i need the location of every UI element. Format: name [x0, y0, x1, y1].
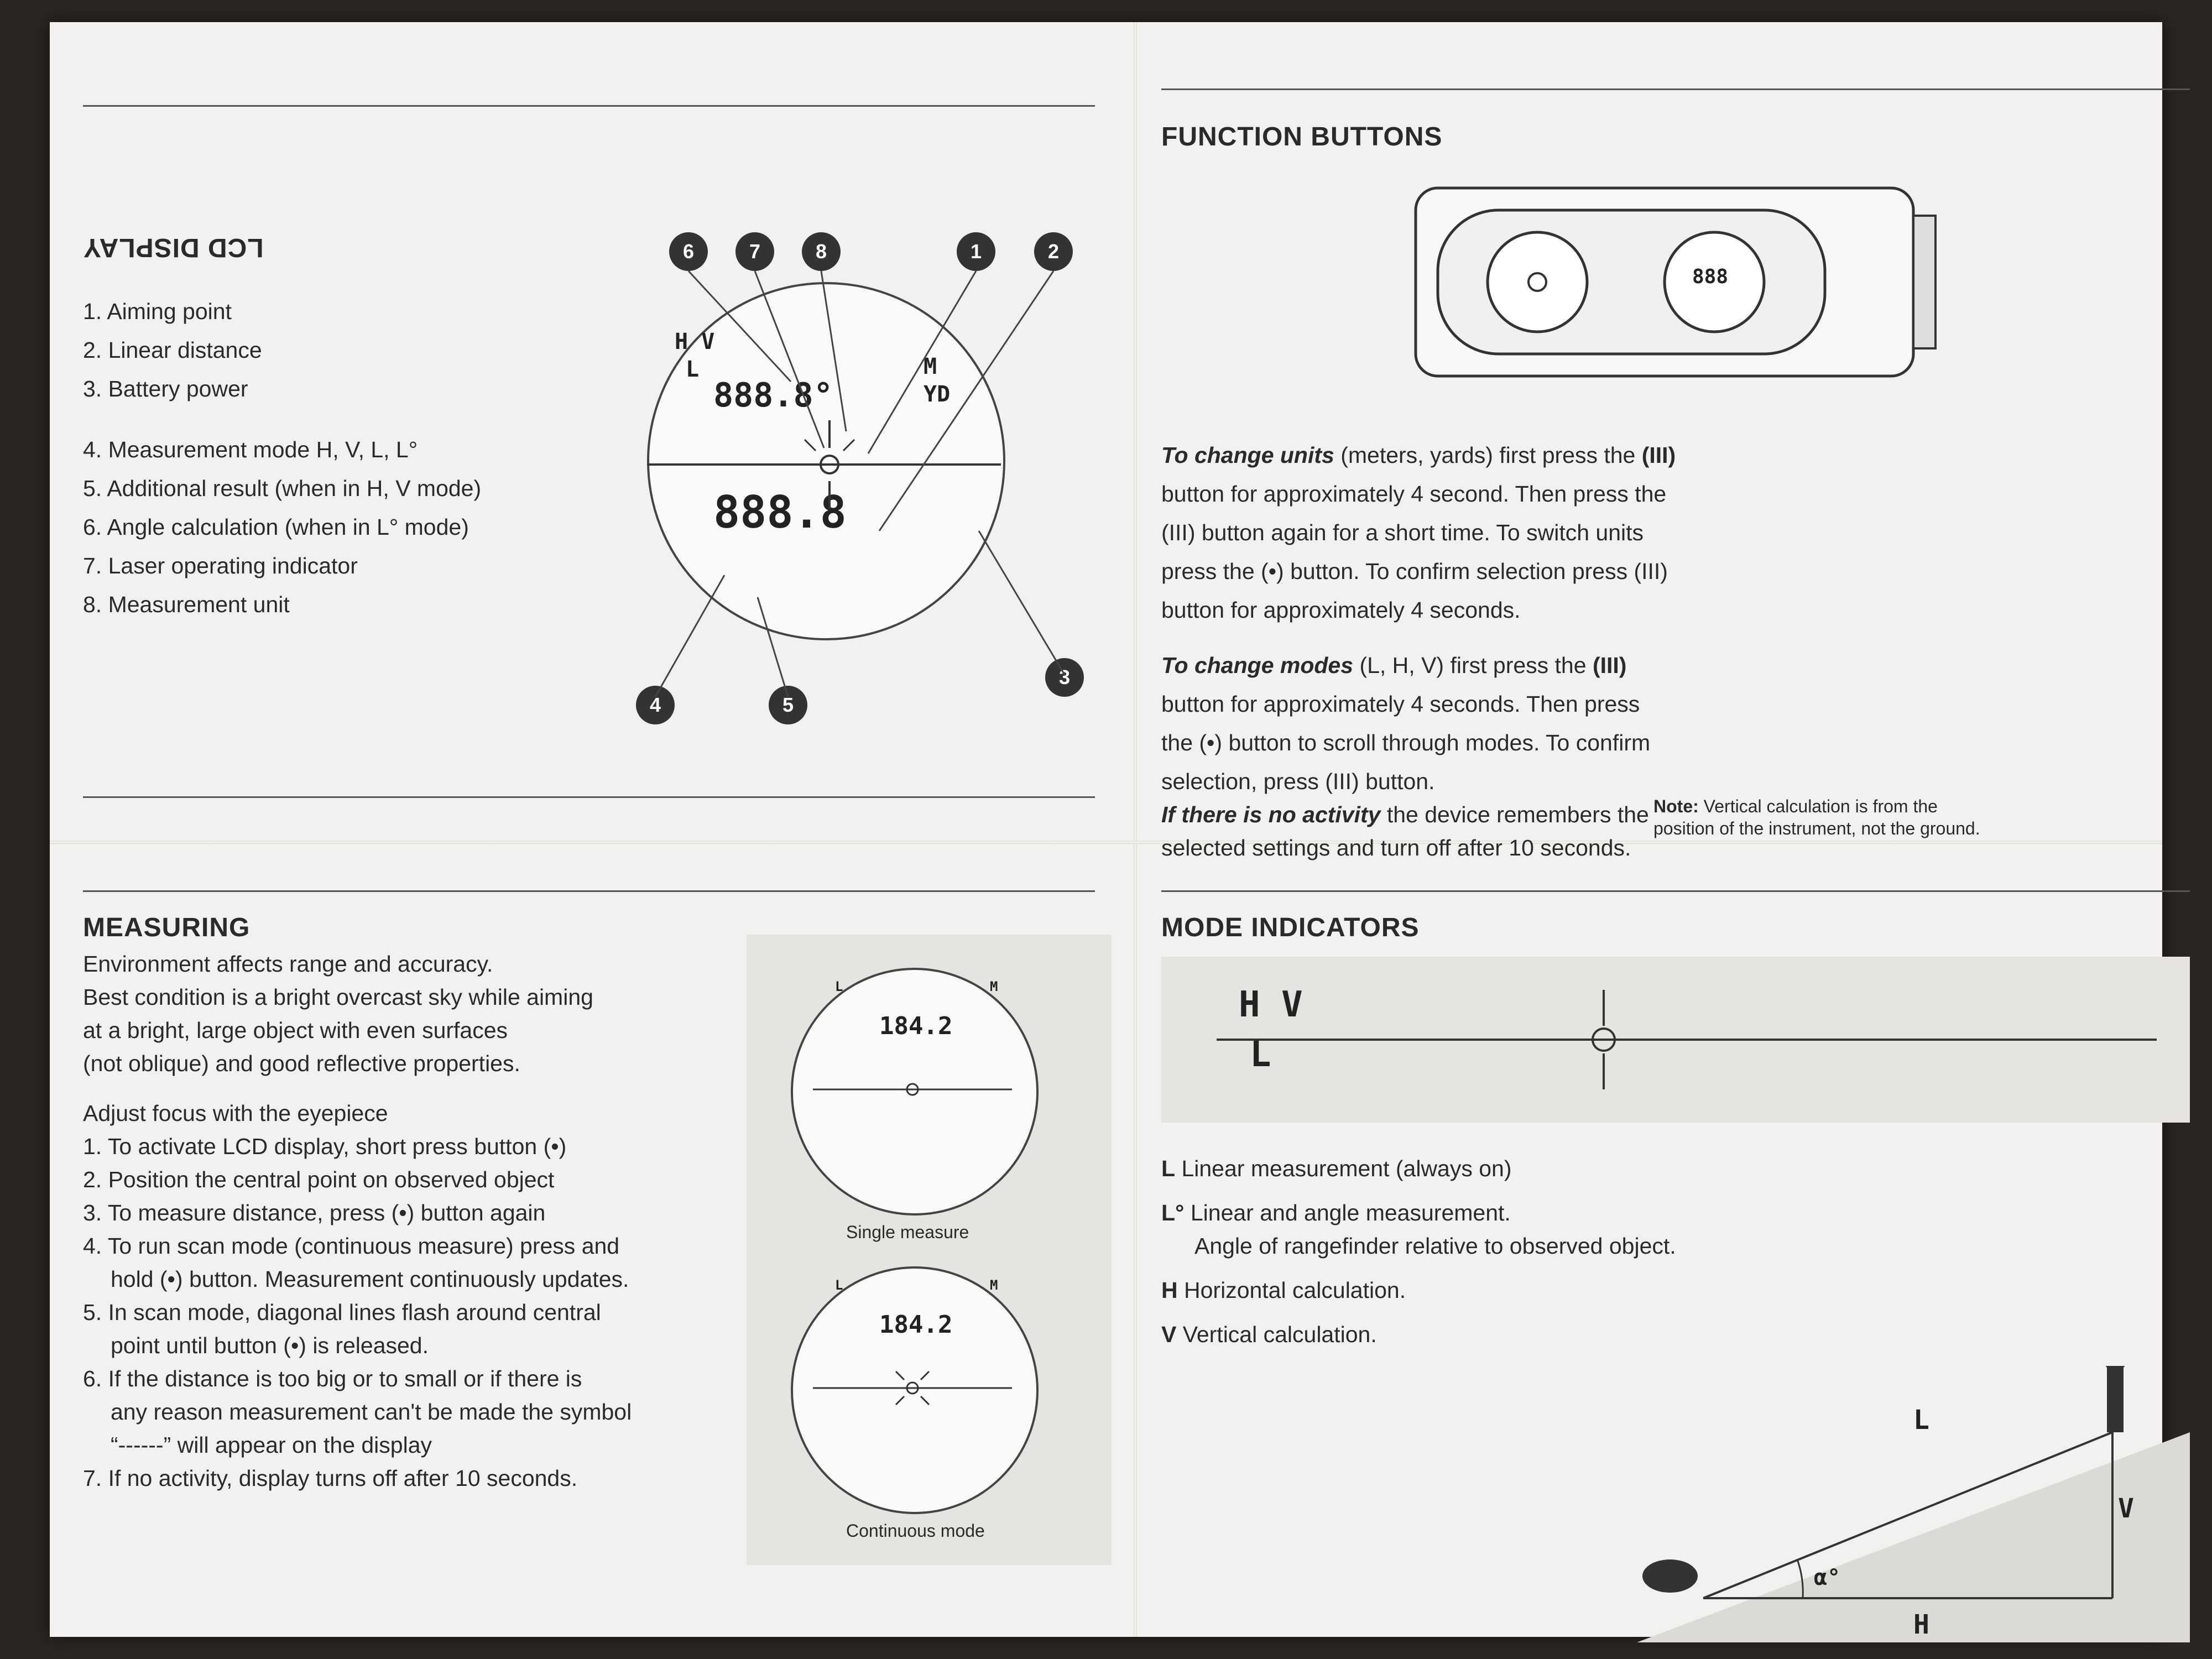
callout-badge: 1 — [957, 232, 995, 271]
scan-crosshair-icon — [813, 1370, 1012, 1406]
function-buttons-title: FUNCTION BUTTONS — [1161, 122, 1443, 152]
measuring-step: 5. In scan mode, diagonal lines flash ar… — [83, 1300, 601, 1325]
function-buttons-panel: FUNCTION BUTTONS 888 To change units (me… — [1139, 22, 2212, 835]
callout-badge: 6 — [669, 232, 708, 271]
legend-line-V: V Vertical calculation. — [1161, 1322, 1377, 1347]
measuring-intro-line: Environment affects range and accuracy. — [83, 951, 493, 977]
vertical-fold — [1134, 22, 1137, 1637]
horizontal-fold — [50, 841, 2162, 844]
top-rule — [83, 890, 1095, 892]
units-paragraph-line: To change units (meters, yards) first pr… — [1161, 442, 1676, 468]
callout-badge: 5 — [769, 686, 807, 724]
legend-item: 4. Measurement mode H, V, L, L° — [83, 437, 418, 462]
legend-line-Ldeg-2: Angle of rangefinder relative to observe… — [1194, 1233, 1676, 1259]
indicator-bottom: L — [1250, 1034, 1271, 1075]
callout-badge: 8 — [802, 232, 841, 271]
battery-icon — [625, 288, 647, 310]
modes-paragraph-line: the (•) button to scroll through modes. … — [1161, 730, 1651, 755]
legend-item: 6. Angle calculation (when in L° mode) — [83, 514, 469, 540]
units-paragraph-line: button for approximately 4 second. Then … — [1161, 481, 1667, 507]
device-display: 888 — [1692, 265, 1729, 288]
single-measure-label: Single measure — [846, 1222, 969, 1242]
unit-top: M — [924, 354, 937, 379]
single-readout: 184.2 — [879, 1012, 953, 1040]
modes-paragraph-line: selection, press (III) button. — [1161, 769, 1435, 794]
legend-item: 8. Measurement unit — [83, 592, 290, 617]
callout-badge: 3 — [1045, 658, 1084, 697]
mode-indicator-top: H V — [675, 329, 715, 354]
measuring-step: any reason measurement can't be made the… — [111, 1399, 632, 1425]
callout-badge: 7 — [735, 232, 774, 271]
mode-indicator-bottom: L — [686, 357, 700, 382]
distance-readout: 888.8 — [713, 487, 847, 538]
note-line: Note: Vertical calculation is from the — [1653, 796, 1938, 816]
angle-readout: 888.8° — [713, 376, 833, 415]
measuring-step: 6. If the distance is too big or to smal… — [83, 1366, 582, 1391]
bottom-rule — [83, 796, 1095, 798]
inactivity-line: If there is no activity the device remem… — [1161, 802, 1649, 827]
legend-item: 1. Aiming point — [83, 299, 232, 324]
callout-badge: 2 — [1034, 232, 1073, 271]
single-unit: M — [990, 979, 998, 994]
rangefinder-device-illustration — [1414, 186, 1937, 378]
lcd-display-panel: LCD DISPLAY 1. Aiming point 2. Linear di… — [50, 22, 1128, 835]
manual-sheet: LCD DISPLAY 1. Aiming point 2. Linear di… — [50, 22, 2190, 1642]
unit-bottom: YD — [924, 382, 951, 407]
measuring-intro-line: (not oblique) and good reflective proper… — [83, 1051, 520, 1076]
measuring-step: Adjust focus with the eyepiece — [83, 1100, 388, 1126]
crosshair-icon — [647, 420, 1001, 509]
measuring-intro-line: at a bright, large object with even surf… — [83, 1018, 508, 1043]
note-line: position of the instrument, not the grou… — [1653, 818, 1980, 838]
continuous-mode-letter: L — [835, 1277, 843, 1293]
lcd-display-title: LCD DISPLAY — [83, 233, 264, 262]
top-rule — [1161, 890, 2190, 892]
figure-label-L: L — [1913, 1405, 1929, 1436]
measuring-step: 4. To run scan mode (continuous measure)… — [83, 1233, 620, 1259]
measuring-step: 7. If no activity, display turns off aft… — [83, 1465, 578, 1491]
modes-paragraph-line: button for approximately 4 seconds. Then… — [1161, 691, 1640, 717]
single-mode-letter: L — [835, 979, 843, 994]
top-rule — [83, 105, 1095, 107]
legend-line-L: L Linear measurement (always on) — [1161, 1156, 1512, 1181]
callout-leader-lines — [654, 270, 1066, 697]
measuring-step: “------” will appear on the display — [111, 1432, 432, 1458]
crosshair-icon — [813, 1083, 1012, 1096]
figure-label-angle: α° — [1814, 1565, 1841, 1590]
continuous-unit: M — [990, 1277, 998, 1293]
top-rule — [1161, 88, 2190, 90]
measuring-title: MEASURING — [83, 913, 251, 942]
lcd-view-circle — [647, 282, 1005, 640]
units-paragraph-line: button for approximately 4 seconds. — [1161, 597, 1521, 623]
figure-label-H: H — [1913, 1609, 1929, 1640]
indicator-top: H V — [1239, 984, 1303, 1025]
inactivity-line: selected settings and turn off after 10 … — [1161, 835, 1631, 860]
legend-line-H: H Horizontal calculation. — [1161, 1277, 1406, 1303]
units-paragraph-line: press the (•) button. To confirm selecti… — [1161, 559, 1668, 584]
measuring-step: 1. To activate LCD display, short press … — [83, 1134, 567, 1159]
continuous-mode-view — [791, 1266, 1039, 1514]
legend-item: 5. Additional result (when in H, V mode) — [83, 476, 482, 501]
indicator-crosshair-icon — [1217, 990, 2157, 1089]
legend-item: 3. Battery power — [83, 376, 248, 401]
legend-item: 2. Linear distance — [83, 337, 262, 363]
measuring-step: hold (•) button. Measurement continuousl… — [111, 1266, 629, 1292]
measuring-step: 3. To measure distance, press (•) button… — [83, 1200, 546, 1225]
legend-item: 7. Laser operating indicator — [83, 553, 358, 578]
figure-label-V: V — [2118, 1493, 2134, 1524]
modes-paragraph-line: To change modes (L, H, V) first press th… — [1161, 653, 1627, 678]
units-paragraph-line: (III) button again for a short time. To … — [1161, 520, 1644, 545]
measuring-step: 2. Position the central point on observe… — [83, 1167, 555, 1192]
legend-line-Ldeg: L° Linear and angle measurement. — [1161, 1200, 1511, 1225]
continuous-readout: 184.2 — [879, 1311, 953, 1339]
measuring-step: point until button (•) is released. — [111, 1333, 429, 1358]
single-measure-view — [791, 968, 1039, 1215]
measuring-intro-line: Best condition is a bright overcast sky … — [83, 984, 593, 1010]
continuous-mode-label: Continuous mode — [846, 1521, 985, 1541]
callout-badge: 4 — [636, 686, 675, 724]
measuring-panel: MEASURING Environment affects range and … — [50, 846, 1128, 1659]
triangulation-figure — [1637, 1366, 2190, 1642]
mode-indicators-panel: MODE INDICATORS H V L L Linear measureme… — [1139, 846, 2212, 1659]
mode-indicators-title: MODE INDICATORS — [1161, 913, 1420, 942]
